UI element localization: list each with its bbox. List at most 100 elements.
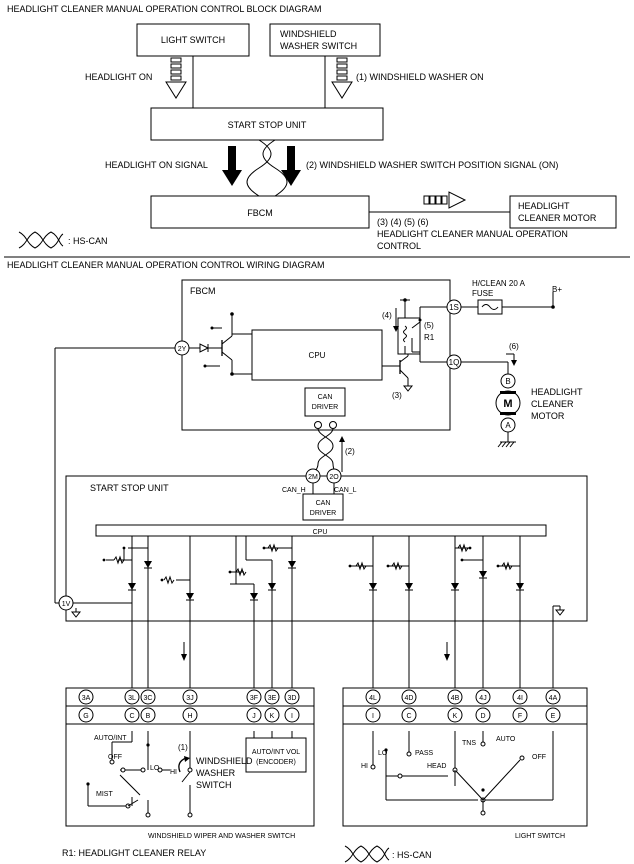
encoder-label-2: (ENCODER) [256, 759, 296, 766]
light-auto-label: AUTO [496, 736, 516, 743]
light-tns-label: TNS [462, 740, 476, 747]
svg-text:K: K [270, 713, 275, 720]
light-switch-internals [370, 731, 554, 816]
fbcm-can-driver-label-1: CAN [318, 394, 333, 401]
washer-switch-box [269, 23, 381, 57]
control-arrow [423, 191, 467, 209]
light-hi-label: HI [361, 763, 368, 770]
svg-text:G: G [83, 713, 88, 720]
light-conn-pin-bottom-4: F [512, 707, 528, 723]
ssu-can-driver-label-2: DRIVER [310, 510, 336, 517]
motor-label-3: MOTOR [531, 411, 565, 421]
washer-conn-pin-bottom-1: C [124, 707, 140, 723]
svg-text:C: C [129, 713, 134, 720]
svg-text:A: A [505, 421, 511, 430]
light-signal-arrow [444, 642, 450, 661]
motor-label-2: CLEANER [531, 399, 574, 409]
svg-text:3J: 3J [186, 695, 193, 702]
motor-label-1: HEADLIGHT [518, 201, 570, 211]
fbcm-cpu-label: CPU [309, 351, 326, 360]
svg-text:4I: 4I [517, 695, 523, 702]
svg-text:3A: 3A [82, 695, 91, 702]
washer-switch-label-1: WINDSHIELD [196, 756, 253, 766]
washer-conn-pin-top-5: 3E [264, 689, 280, 705]
ssu-washer-circuits [102, 536, 296, 688]
ssu-light-circuits [348, 536, 554, 688]
fbcm-label: FBCM [247, 208, 273, 218]
terminal-2o: 2O [326, 468, 342, 484]
svg-text:B: B [146, 713, 151, 720]
svg-text:B: B [505, 377, 510, 386]
svg-text:E: E [551, 713, 556, 720]
motor-terminal-b: B [500, 373, 516, 389]
washer-conn-pin-bottom-5: K [264, 707, 280, 723]
washer-signal-arrow [181, 642, 187, 661]
svg-text:4A: 4A [549, 695, 558, 702]
light-switch-caption: LIGHT SWITCH [515, 833, 565, 840]
svg-text:I: I [372, 713, 374, 720]
light-conn-pin-top-0: 4L [365, 689, 381, 705]
washer-auto-int-label: AUTO/INT [94, 735, 127, 742]
svg-text:4L: 4L [369, 695, 377, 702]
washer-lo-label: LO [150, 765, 160, 772]
fbcm-can-driver [304, 387, 346, 417]
svg-text:2O: 2O [329, 474, 339, 481]
fbcm-can-driver-label-2: DRIVER [312, 404, 338, 411]
can-l-label: CAN_L [334, 487, 357, 494]
svg-text:3C: 3C [144, 695, 153, 702]
terminal-2m: 2M [305, 468, 321, 484]
washer-switch-label-1: WINDSHIELD [280, 29, 337, 39]
light-off-label: OFF [532, 754, 546, 761]
control-label-2: HEADLIGHT CLEANER MANUAL OPERATION [377, 229, 568, 239]
light-conn-pin-top-5: 4A [545, 689, 561, 705]
svg-text:C: C [406, 713, 411, 720]
svg-text:I: I [291, 713, 293, 720]
hscan-footer-symbol [344, 845, 390, 863]
step2-label: (2) [345, 447, 355, 456]
washer-switch-internals [86, 731, 307, 818]
fbcm-box [150, 195, 370, 229]
light-conn-pin-top-3: 4J [475, 689, 491, 705]
washer-position-signal-label: (2) WINDSHIELD WASHER SWITCH POSITION SI… [306, 160, 558, 170]
control-label-3: CONTROL [377, 241, 421, 251]
washer-conn-pin-bottom-3: H [182, 707, 198, 723]
step6-arrow [506, 353, 517, 366]
washer-conn-pin-top-4: 3F [246, 689, 262, 705]
svg-text:4D: 4D [405, 695, 414, 702]
washer-conn-pin-top-2: 3C [140, 689, 156, 705]
headlight-on-label: HEADLIGHT ON [85, 72, 152, 82]
start-stop-unit-label: START STOP UNIT [228, 120, 307, 130]
washer-on-arrow [331, 57, 353, 99]
washer-conn-pin-bottom-2: B [140, 707, 156, 723]
svg-text:D: D [480, 713, 485, 720]
svg-text:3F: 3F [250, 695, 258, 702]
step1-label: (1) [178, 743, 188, 752]
headlight-on-signal-label: HEADLIGHT ON SIGNAL [105, 160, 208, 170]
terminal-1q: 1Q [446, 354, 462, 370]
motor-label-2: CLEANER MOTOR [518, 213, 597, 223]
relay-footer-label: R1: HEADLIGHT CLEANER RELAY [62, 848, 206, 858]
svg-text:1V: 1V [62, 601, 71, 608]
washer-hi-label: HI [170, 769, 177, 776]
battery-label: B+ [552, 285, 562, 294]
washer-on-label: (1) WINDSHIELD WASHER ON [356, 72, 484, 82]
svg-text:3L: 3L [128, 695, 136, 702]
headlight-on-signal-arrow [222, 146, 242, 186]
ssu-cpu [95, 524, 547, 537]
headlight-on-arrow [165, 57, 187, 99]
washer-conn-pin-bottom-0: G [78, 707, 94, 723]
svg-text:1S: 1S [449, 303, 459, 312]
fuse-label-1: H/CLEAN 20 A [472, 279, 526, 288]
step5-label: (5) [424, 321, 434, 330]
svg-text:4J: 4J [479, 695, 486, 702]
light-conn-pin-bottom-1: C [401, 707, 417, 723]
step3-label: (3) [392, 391, 402, 400]
washer-off-label: OFF [108, 754, 122, 761]
svg-text:2Y: 2Y [178, 346, 187, 353]
washer-switch-label-2: WASHER SWITCH [280, 41, 357, 51]
ssu-ground-left [70, 608, 82, 618]
encoder-label-1: AUTO/INT VOL [252, 749, 300, 756]
svg-text:3E: 3E [268, 695, 277, 702]
